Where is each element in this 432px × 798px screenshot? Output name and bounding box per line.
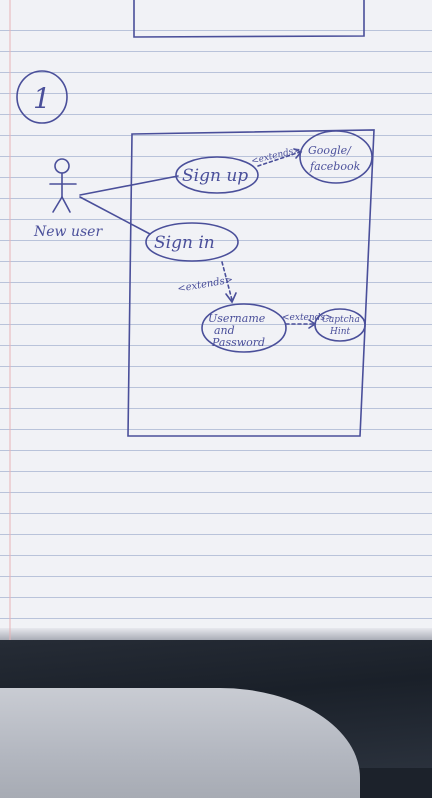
extend-label-username: <extends>	[177, 274, 234, 295]
use-case-sign-in	[145, 222, 239, 262]
use-case-username-password-line-2: and	[214, 324, 235, 337]
system-boundary	[127, 129, 375, 437]
actor-new-user	[49, 158, 77, 213]
association-sign-up	[79, 175, 179, 196]
use-case-username-password-line-3: Password	[211, 336, 265, 349]
previous-diagram-box	[133, 0, 365, 38]
use-case-username-password-line-1: Username	[208, 312, 266, 325]
page-bottom-edge	[0, 628, 432, 642]
use-case-diagram: 1 New user Sign up Google/ facebook <ext…	[9, 0, 375, 640]
use-case-captcha	[314, 308, 366, 342]
actor-label: New user	[33, 224, 103, 240]
actor-head	[54, 158, 70, 174]
association-sign-in	[79, 196, 151, 235]
use-case-google-facebook-line-2: facebook	[309, 160, 361, 173]
extend-label-captcha: <extends>	[282, 313, 333, 323]
use-case-captcha-line-1: Captcha	[322, 315, 360, 325]
extend-label-google: <extends>	[250, 145, 302, 167]
section-number: 1	[33, 82, 51, 115]
extend-arrow-google	[257, 151, 301, 167]
section-number-circle	[16, 70, 68, 124]
notebook-page	[0, 0, 432, 640]
use-case-google-facebook-line-1: Google/	[308, 144, 352, 157]
use-case-sign-in-label: Sign in	[154, 233, 215, 253]
use-case-username-password	[201, 303, 287, 353]
extend-arrow-username	[221, 261, 233, 301]
use-case-google-facebook	[299, 130, 373, 184]
use-case-sign-up-label: Sign up	[182, 166, 248, 186]
use-case-sign-up	[175, 156, 259, 194]
use-case-captcha-line-2: Hint	[329, 327, 351, 337]
